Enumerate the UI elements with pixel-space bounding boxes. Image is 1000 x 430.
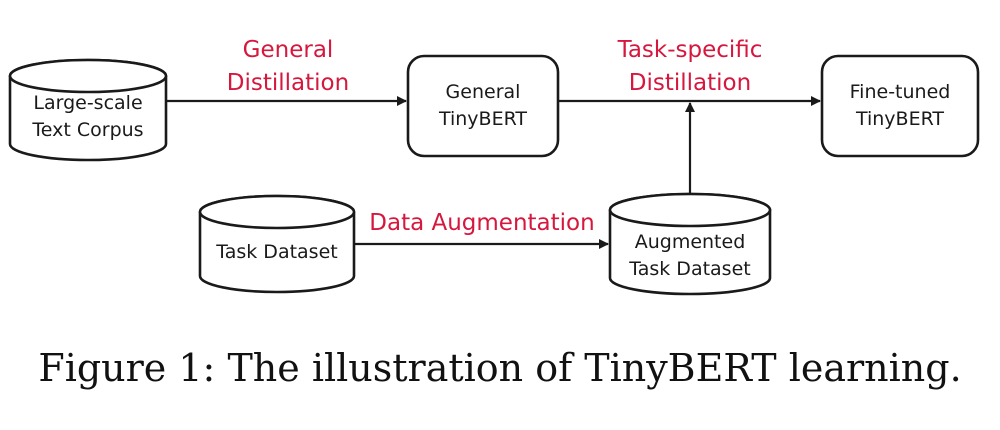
tinybert-diagram: Large-scale Text Corpus General TinyBERT… [8, 37, 980, 296]
node-task-dataset-line-1: Task Dataset [215, 241, 337, 263]
node-finetuned-tinybert-line-2: TinyBERT [855, 108, 944, 130]
node-task-dataset: Task Dataset [198, 194, 356, 294]
edge-label-task-specific-line-2: Distillation [629, 70, 751, 96]
edge-label-general-distillation-line-1: General [243, 37, 334, 63]
node-corpus-line-1: Large-scale [33, 92, 142, 114]
edge-label-data-augmentation: Data Augmentation [369, 210, 594, 236]
node-finetuned-tinybert-line-1: Fine-tuned [850, 81, 951, 103]
node-general-tinybert-line-1: General [446, 81, 521, 103]
node-general-tinybert: General TinyBERT [406, 54, 560, 158]
node-corpus-line-2: Text Corpus [31, 119, 143, 141]
node-augmented-dataset: Augmented Task Dataset [608, 192, 772, 296]
figure-caption: Figure 1: The illustration of TinyBERT l… [38, 346, 962, 390]
node-augmented-dataset-line-2: Task Dataset [628, 258, 750, 280]
edge-label-task-specific-line-1: Task-specific [617, 37, 763, 63]
node-general-tinybert-line-2: TinyBERT [438, 108, 527, 130]
node-finetuned-tinybert: Fine-tuned TinyBERT [820, 54, 980, 158]
node-augmented-dataset-line-1: Augmented [635, 231, 746, 253]
edge-label-general-distillation-line-2: Distillation [227, 70, 349, 96]
node-corpus: Large-scale Text Corpus [8, 58, 168, 162]
